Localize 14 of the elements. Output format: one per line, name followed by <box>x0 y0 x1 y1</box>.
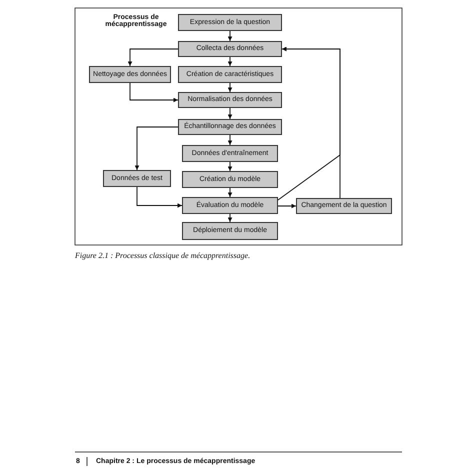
arrow <box>136 186 182 208</box>
arrow <box>228 82 232 92</box>
arrow <box>228 108 232 120</box>
arrow <box>228 56 232 66</box>
arrow <box>278 204 296 208</box>
figure-caption: Figure 2.1 : Processus classique de mécapprentissage. <box>75 251 250 260</box>
arrow <box>130 82 178 102</box>
arrow <box>228 30 232 42</box>
arrow <box>134 126 178 170</box>
arrow <box>228 162 232 172</box>
arrow <box>228 134 232 146</box>
arrow <box>228 214 232 222</box>
arrow <box>228 188 232 198</box>
arrow <box>128 48 178 66</box>
